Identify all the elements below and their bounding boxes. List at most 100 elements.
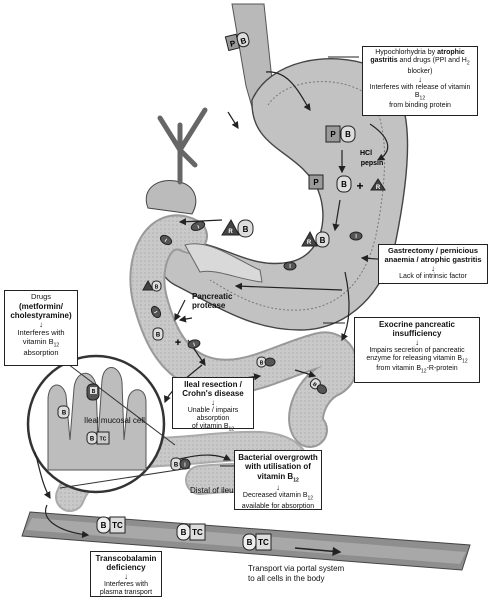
drugs-title-bold: (metformin/ cholestyramine) [10, 301, 72, 321]
b-label: B [90, 437, 95, 443]
ileal-mucosal-cell-label: Ileal mucosal cell [84, 416, 145, 425]
r-label: R [376, 185, 381, 191]
molecule-bi-ileum: B I [170, 457, 191, 471]
drugs-title: Drugs [30, 292, 51, 301]
connector-lines [220, 56, 359, 467]
hypochlorhydria-title: Hypochlorhydria by atrophic gastritis an… [370, 49, 470, 75]
pancreatic-protease-line2: protease [192, 301, 226, 311]
down-arrow-icon: ↓ [415, 337, 419, 347]
bacterial-overgrowth-box: Bacterial overgrowth with utilisation of… [234, 450, 322, 510]
portal-transport-line1: Transport via portal system [248, 564, 345, 573]
b-label: B [341, 180, 347, 189]
b-label: B [101, 521, 107, 530]
molecule-rb-small-1: B [142, 279, 162, 292]
b-label: B [181, 528, 187, 537]
molecule-group: P B P B HCl pepsin P B + R R B [57, 32, 386, 551]
b-label: B [62, 411, 67, 417]
flow-arrows [34, 71, 393, 538]
molecule-p-free: P [308, 174, 324, 190]
drugs-box: Drugs (metformin/ cholestyramine) ↓ Inte… [4, 290, 78, 366]
tc-label: TC [112, 521, 123, 530]
molecule-rb-stomach: R B [301, 230, 330, 248]
p-label: P [313, 178, 319, 187]
down-arrow-icon: ↓ [124, 571, 128, 581]
plus-sign: + [356, 179, 363, 193]
pancreas [184, 243, 263, 283]
molecule-b-free: B [336, 175, 352, 193]
i-label: I [163, 238, 168, 244]
molecule-btc-vessel-2: B TC [176, 523, 206, 541]
ileal-resection-box: Ileal resection / Crohn's disease ↓ Unab… [172, 377, 254, 433]
villus-cells [47, 367, 147, 471]
hypochlorhydria-box: Hypochlorhydria by atrophic gastritis an… [362, 46, 478, 116]
molecule-pb-stomach: P B [325, 125, 356, 143]
gallbladder [145, 180, 197, 215]
hypochlorhydria-effect: Interferes with release of vitamin B12 f… [369, 83, 471, 110]
molecule-i-1: I [190, 221, 206, 231]
b-label: B [320, 236, 326, 245]
molecule-i-2: I [159, 234, 173, 246]
transcobalamin-effect: Interferes with plasma transport [99, 580, 153, 597]
hcl-label: HCl [360, 150, 372, 157]
b-label: B [260, 361, 264, 367]
tc-label: TC [100, 437, 107, 443]
i-label: I [355, 234, 357, 240]
gastrectomy-box: Gastrectomy / pernicious anaemia / atrop… [378, 244, 488, 284]
molecule-i-6: I [187, 339, 201, 349]
b-label: B [247, 538, 253, 547]
down-arrow-icon: ↓ [39, 319, 43, 329]
down-arrow-icon: ↓ [418, 74, 422, 84]
b-label: B [174, 463, 179, 469]
tc-label: TC [192, 528, 203, 537]
gastrectomy-effect: Lack of intrinsic factor [399, 272, 467, 280]
b-label: B [156, 333, 161, 339]
portal-transport-line2: to all cells in the body [248, 573, 325, 583]
r-label: R [307, 240, 312, 246]
r-label: R [228, 229, 233, 235]
pancreatic-protease-line1: Pancreatic [192, 292, 233, 301]
b-label: B [155, 285, 159, 291]
transcobalamin-title: Transcobalamin deficiency [95, 554, 157, 573]
pancreatic-effect: Impairs secretion of pancreatic enzyme f… [366, 346, 468, 375]
down-arrow-icon: ↓ [211, 397, 215, 407]
i-label: I [289, 264, 291, 270]
molecule-b-small: B [152, 327, 164, 341]
b-label: B [240, 36, 248, 46]
transcobalamin-box: Transcobalamin deficiency ↓ Interferes w… [90, 551, 162, 597]
plus-sign-2: + [175, 337, 181, 349]
down-arrow-icon: ↓ [276, 483, 280, 493]
exocrine-pancreatic-box: Exocrine pancreatic insufficiency ↓ Impa… [354, 317, 480, 383]
bacterial-title: Bacterial overgrowth with utilisation of… [238, 453, 318, 484]
b-label: B [311, 381, 318, 388]
portal-transport-label: Transport via portal system to all cells… [248, 564, 344, 583]
molecule-in-cell-2: B [57, 405, 70, 419]
pepsin-label: pepsin [361, 160, 384, 167]
i-label: I [152, 310, 158, 315]
molecule-btc-cell: B TC [86, 431, 110, 445]
down-arrow-icon: ↓ [431, 263, 435, 273]
ileal-resection-title: Ileal resection / Crohn's disease [182, 380, 244, 399]
tc-label: TC [258, 538, 269, 547]
molecule-in-cell-1: B [86, 383, 100, 401]
bacterial-effect: Decreased vitamin B12 available for abso… [241, 492, 315, 510]
drugs-effect: Interferes with vitamin B12 absorption [17, 327, 65, 357]
p-label: P [330, 130, 336, 139]
molecule-pb-esophagus: P B [224, 32, 250, 52]
i-label: I [193, 342, 196, 348]
distal-ileum-label: Distal of ileum [190, 486, 241, 495]
molecule-i-4: I [283, 261, 297, 271]
molecule-bi-1: B [256, 356, 276, 368]
i-label: I [197, 224, 201, 230]
b-label: B [92, 389, 96, 395]
molecule-rb-duodenum: R B [221, 218, 254, 238]
pancreatic-protease-label: Pancreatic protease [192, 292, 232, 310]
b-label: B [345, 130, 351, 139]
molecule-i-5: I [150, 305, 162, 319]
pancreatic-title: Exocrine pancreatic insufficiency [378, 320, 456, 339]
molecule-btc-vessel-1: B TC [96, 516, 126, 534]
i-label: I [184, 463, 186, 469]
ileal-resection-effect: Unable / impairs absorption of vitamin B… [187, 406, 239, 433]
p-label: P [229, 39, 237, 49]
molecule-i-3: I [349, 231, 363, 241]
